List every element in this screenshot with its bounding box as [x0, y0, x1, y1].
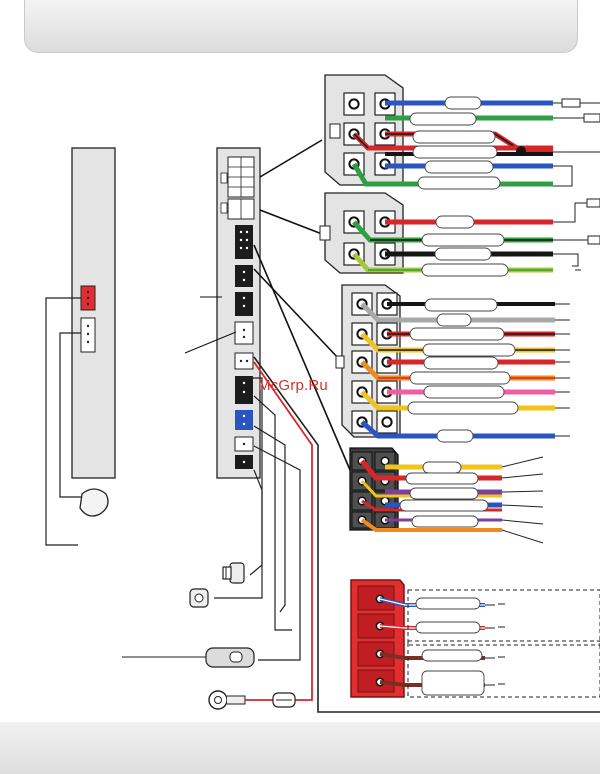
- ground-lug-icon: [208, 690, 273, 710]
- unit-cables: [214, 356, 600, 713]
- siren-icon: [79, 488, 109, 517]
- header-bar: [24, 0, 578, 53]
- watermark-text: McGrp.Ru: [258, 377, 328, 394]
- receiver-module: [71, 147, 116, 479]
- led-icon: [222, 562, 245, 584]
- antenna-icon: [122, 647, 255, 668]
- receiver-cables: [45, 297, 84, 546]
- connector-d-labels: [399, 461, 489, 528]
- relay-connector: [350, 579, 405, 698]
- relay-wires: [379, 589, 600, 698]
- fuse-icon: [272, 692, 296, 708]
- leader-lines: [184, 139, 351, 471]
- control-unit: [216, 147, 261, 479]
- connector-d: [349, 447, 399, 531]
- connector-a-labels: [409, 96, 501, 190]
- connector-c-labels: [407, 298, 519, 443]
- relay-labels: [415, 597, 485, 696]
- relay-terminal-marks: [498, 603, 505, 685]
- footer-bar: [0, 722, 600, 774]
- push-button-icon: [189, 588, 209, 608]
- connector-b-labels: [421, 215, 509, 277]
